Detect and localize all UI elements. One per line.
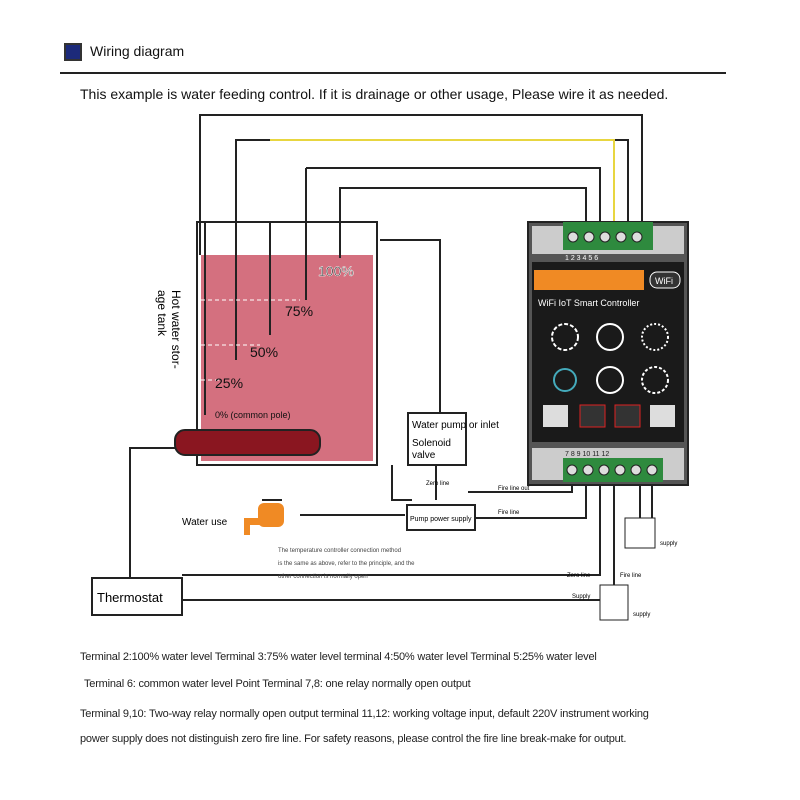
note-line-1: The temperature controller connection me… [278,548,401,554]
section-square-icon [64,43,82,61]
relay-b-label: supply [633,612,650,618]
fire-line-label: Fire line [498,510,520,516]
footer-line-4: power supply does not distinguish zero f… [80,733,627,745]
footer-line-1: Terminal 2:100% water level Terminal 3:7… [80,651,597,663]
relay-box-bottom [599,584,629,621]
relay-zero-label: Zero line [567,573,591,579]
water-use-label: Water use [182,517,228,528]
note-line-3: other connection is normally open [278,574,368,580]
section-title: Wiring diagram [90,43,185,59]
svg-text:Solenoid: Solenoid [412,438,451,449]
smart-controller: 1 2 3 4 5 6 WiFi WiFi IoT Smart Controll… [527,221,689,486]
water-wave-icon [641,323,669,351]
heater-element [174,429,321,456]
yellow-wire [270,139,615,222]
pump-power-supply [406,504,476,531]
drop-icon [553,368,577,392]
faucet-icon [244,499,284,535]
level-25: 25% [215,375,243,391]
header-divider [60,72,726,74]
water-pump: Water pump or inlet Solenoid valve [407,412,499,466]
globe-icon [596,323,624,351]
relay-fire-label: Fire line [620,573,642,579]
svg-text:1 2 3 4 5 6: 1 2 3 4 5 6 [565,255,598,262]
relay-supply-label: supply [660,541,677,547]
snowflake-icon [641,366,669,394]
zero-line-label: Zero line [426,481,450,487]
storage-tank [174,168,378,466]
footer-line-3: Terminal 9,10: Two-way relay normally op… [80,708,649,720]
level-50: 50% [250,344,278,360]
bottom-terminal-block [563,458,663,482]
fire-out-label: Fire line out [498,486,530,492]
orange-bar [534,270,644,290]
wifi-icon [551,323,579,351]
svg-text:7 8 9 10 11 12: 7 8 9 10 11 12 [565,451,609,458]
thermostat-box [91,577,183,616]
svg-text:valve: valve [412,450,436,461]
relay-a-label: Supply [572,594,590,600]
svg-text:Water pump or inlet: Water pump or inlet [412,420,499,431]
heat-icon [596,366,624,394]
tank-label-1: Hot water stor- [169,290,183,369]
level-75: 75% [285,303,313,319]
wifi-badge: WiFi [655,276,673,286]
level-100: 100% [318,263,354,279]
controller-title: WiFi IoT Smart Controller [538,298,639,308]
relay-box-top [624,517,656,549]
subtitle: This example is water feeding control. I… [80,86,669,102]
footer-line-2: Terminal 6: common water level Point Ter… [84,678,471,690]
tank-label-2: age tank [155,290,169,337]
level-common: 0% (common pole) [215,410,291,420]
note-line-2: is the same as above, refer to the princ… [278,561,415,567]
pump-power-label: Pump power supply [410,516,472,523]
thermostat-label: Thermostat [97,590,163,605]
